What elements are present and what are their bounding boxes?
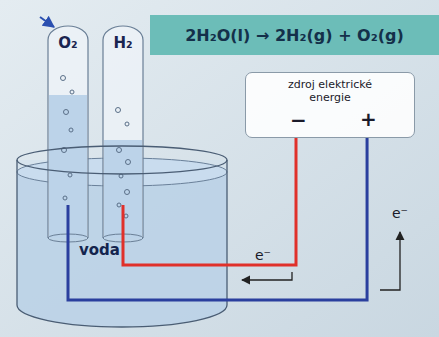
electron-label: e⁻ [255,247,271,263]
beaker-wall [226,160,227,305]
electron-label: e⁻ [392,205,408,221]
liquid-label: voda [79,241,120,259]
electron-arrow [380,232,400,290]
beaker-rim [17,146,227,174]
cathode [122,205,125,238]
test-tube [48,26,88,238]
equation: 2H₂O(l) → 2H₂(g) + O₂(g) [185,26,404,45]
equation-banner: 2H₂O(l) → 2H₂(g) + O₂(g) [150,15,439,55]
gas-formula: O₂ [48,34,88,52]
gas-formula: H₂ [103,34,143,52]
tube-water [49,95,87,238]
test-tube: H₂ [103,28,143,238]
pointer-arrow [40,17,54,27]
terminal-sign: − [290,108,307,132]
power-source-box: zdroj elektrické energie [245,72,415,138]
terminal-sign: + [360,107,377,131]
wire [123,138,296,265]
test-tube: O₂ [48,28,88,238]
electron-arrow [242,272,292,280]
wire [68,138,367,300]
source-label: zdroj elektrické energie [278,78,382,104]
beaker: voda [17,150,227,310]
beaker-wall [16,160,17,305]
anode [67,205,70,238]
tube-water [104,140,142,238]
test-tube [103,26,143,238]
beaker-bottom [17,305,227,327]
